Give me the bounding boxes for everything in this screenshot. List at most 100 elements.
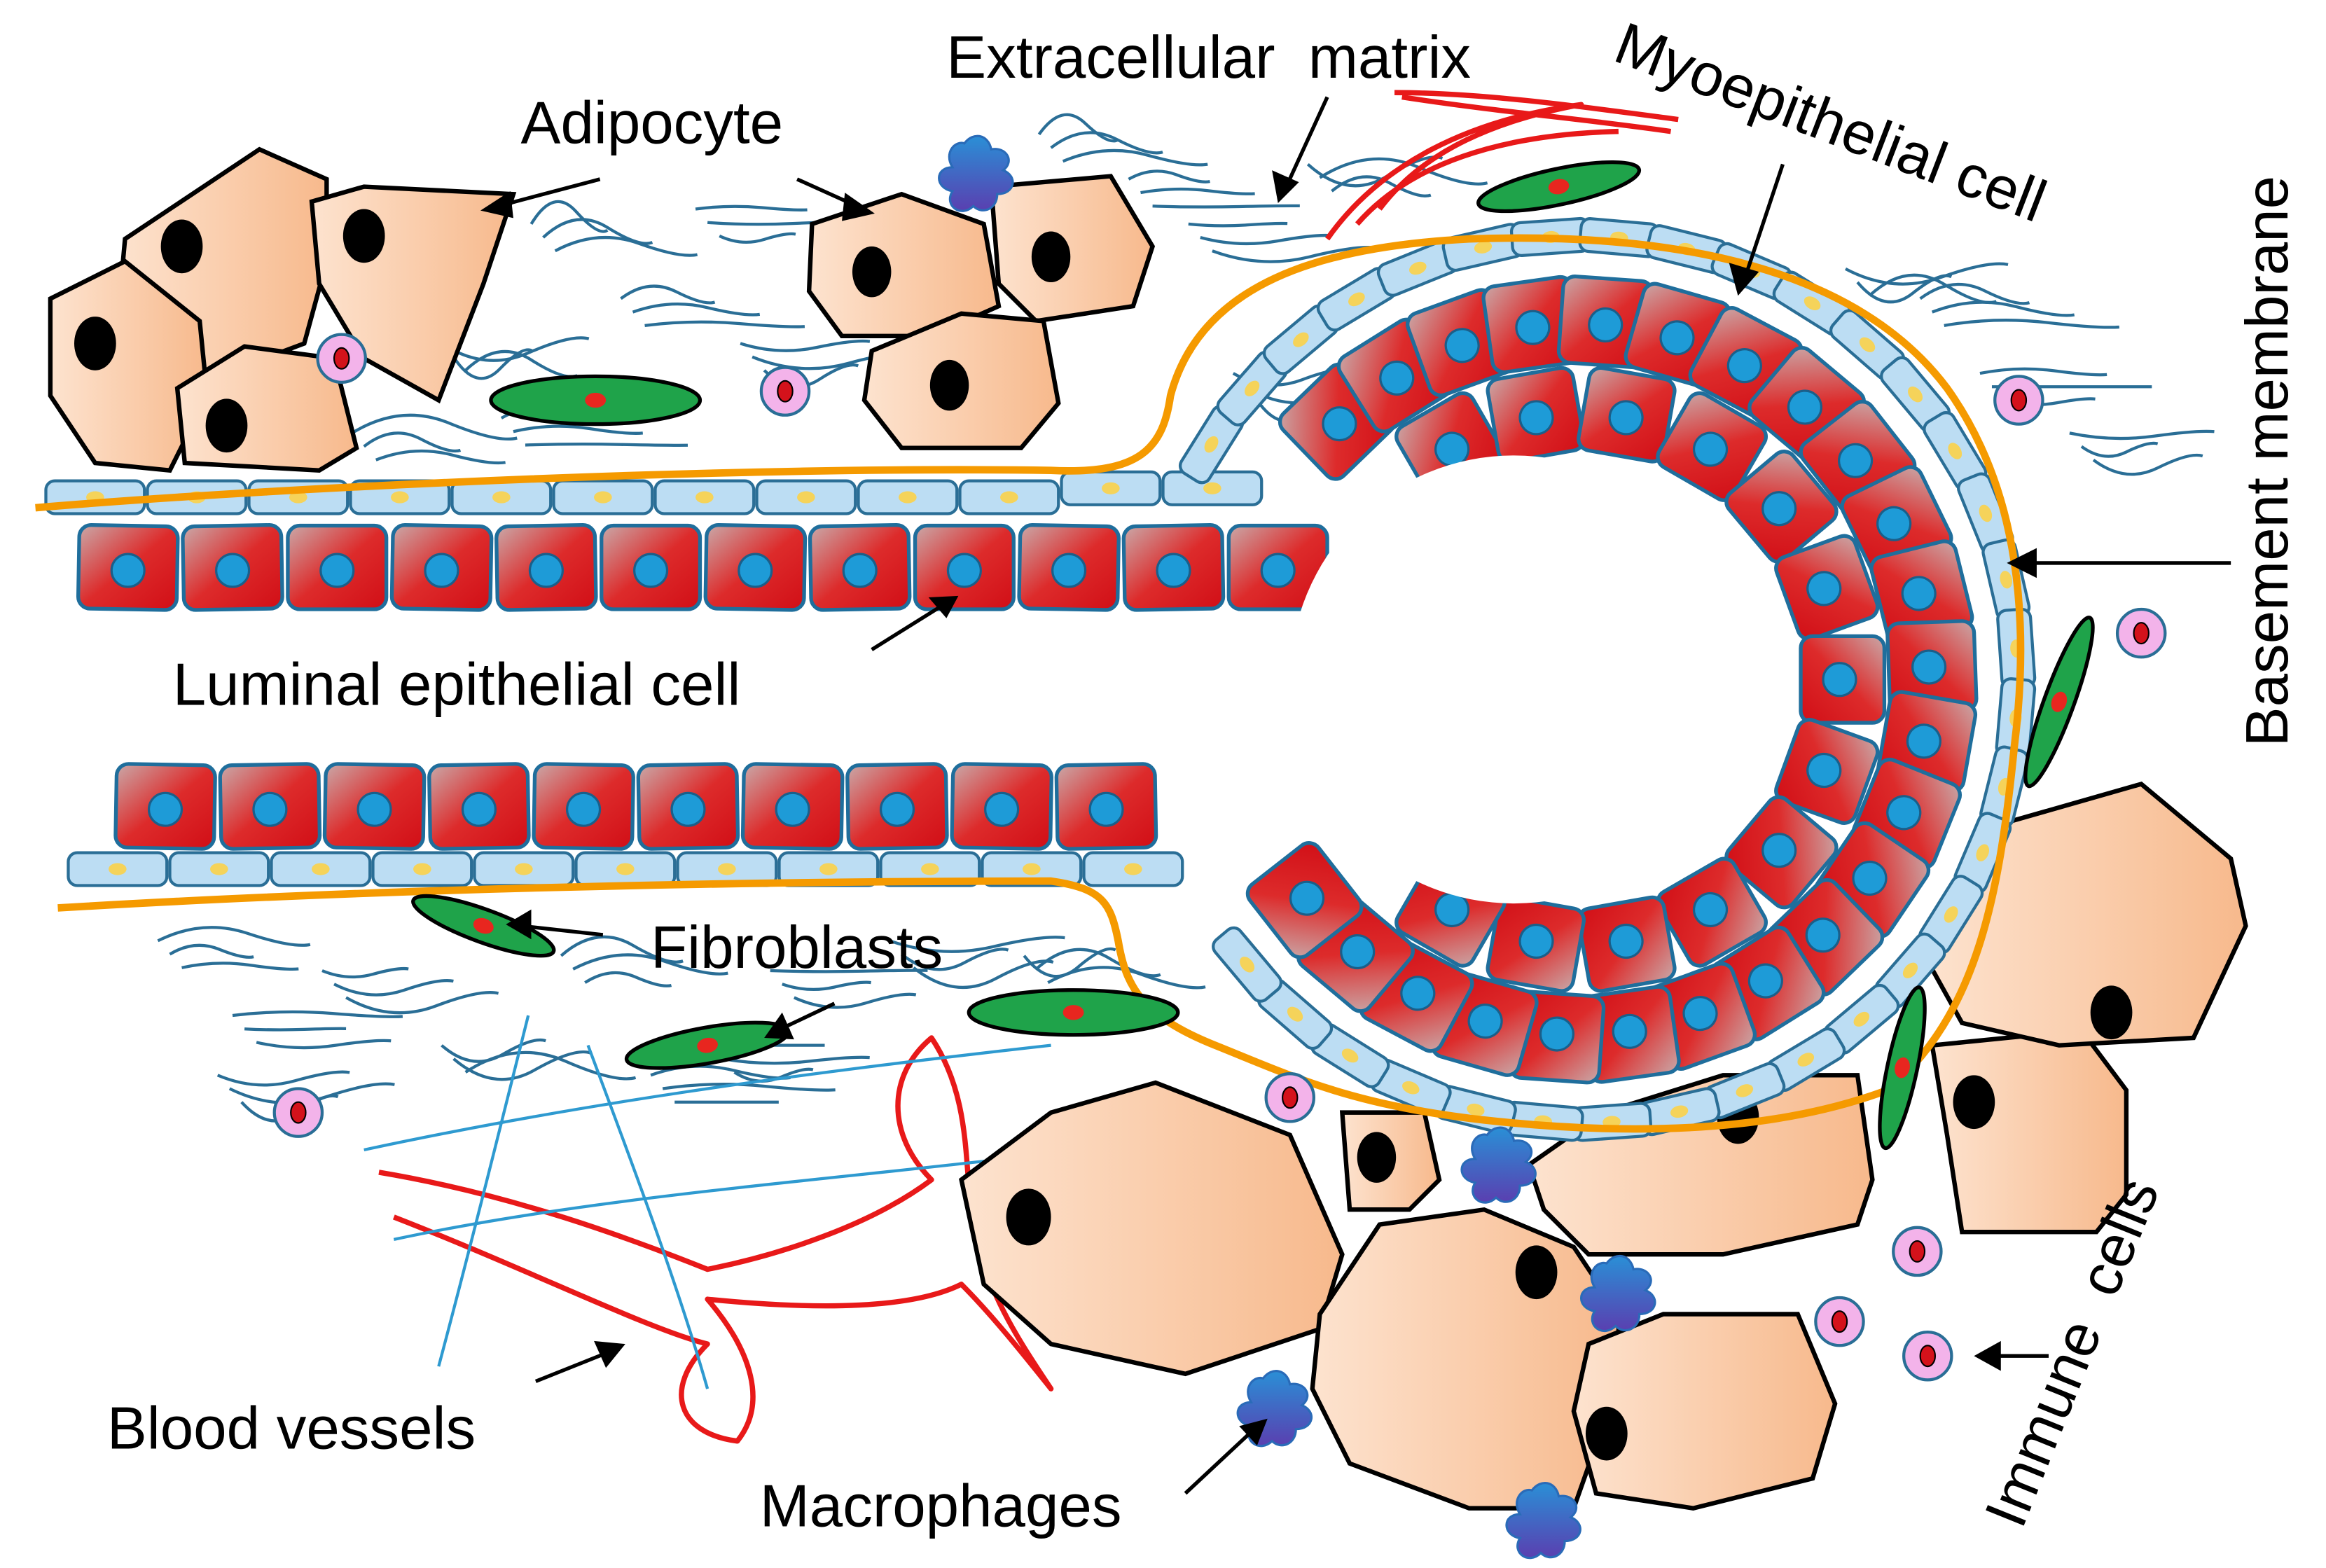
immune-cells	[272, 333, 2167, 1382]
myoepithelial-nucleus	[616, 863, 635, 875]
luminal-nucleus	[1747, 963, 1783, 999]
luminal-epithelial-cell	[1656, 391, 1768, 502]
luminal-epithelial-cell	[532, 762, 635, 851]
matrix-fiber	[900, 948, 1009, 971]
luminal-epithelial-cell	[427, 762, 531, 851]
luminal-nucleus	[1838, 443, 1874, 478]
luminal-nucleus	[319, 553, 355, 588]
myoepithelial-nucleus	[695, 491, 714, 504]
luminal-nucleus	[1822, 662, 1857, 698]
myoepithelial-cell	[270, 851, 372, 887]
myoepithelial-nucleus	[1467, 1103, 1485, 1116]
matrix-fiber	[1331, 175, 1432, 197]
label-myoepithelial-cell: Myoepithelial cell	[1606, 10, 2054, 235]
matrix-fiber	[793, 992, 917, 1009]
luminal-nucleus	[1051, 553, 1087, 588]
luminal-epithelial-cell	[113, 762, 217, 851]
myoepithelial-nucleus	[1124, 863, 1142, 875]
matrix-fiber	[719, 232, 796, 244]
myoepithelial-nucleus	[1736, 1084, 1754, 1097]
immune-cell-nucleus	[290, 1101, 307, 1124]
luminal-nucleus	[461, 791, 497, 827]
luminal-nucleus	[1322, 406, 1357, 442]
luminal-nucleus	[1289, 880, 1325, 916]
adipocyte-cluster-top-center	[806, 174, 1156, 450]
myoepithelial-nucleus	[1902, 962, 1918, 978]
luminal-epithelial-cell	[808, 523, 912, 612]
luminal-nucleus	[1761, 491, 1797, 527]
myoepithelial-cell	[1212, 926, 1283, 1003]
luminal-nucleus	[1444, 328, 1480, 363]
arrow-head	[1272, 170, 1299, 204]
adipocyte-nucleus	[342, 209, 385, 263]
matrix-fiber	[1212, 245, 1378, 263]
matrix-fiber	[2080, 441, 2159, 458]
myoepithelial-nucleus	[289, 491, 307, 504]
adipocyte-nucleus	[1031, 231, 1071, 283]
myoepithelial-nucleus	[921, 863, 939, 875]
myoepithelial-nucleus	[1204, 436, 1219, 453]
immune-cell-nucleus	[2010, 389, 2028, 412]
matrix-fiber	[1152, 204, 1300, 209]
myoepithelial-nucleus	[1908, 386, 1923, 403]
macrophage	[1460, 1126, 1537, 1204]
luminal-epithelial-cell	[1577, 895, 1677, 993]
luminal-epithelial-cell	[740, 762, 845, 851]
luminal-epithelial-cell	[389, 523, 494, 612]
adipocyte-nucleus	[1006, 1188, 1051, 1246]
luminal-nucleus	[738, 553, 773, 588]
matrix-fiber	[345, 991, 499, 1015]
myoepithelial-nucleus	[1474, 241, 1493, 254]
luminal-nucleus	[1876, 506, 1912, 541]
matrix-fiber	[441, 336, 590, 362]
matrix-fiber	[1047, 966, 1206, 990]
label-arrows	[497, 96, 2231, 1495]
matrix-fiber	[695, 204, 808, 211]
luminal-nucleus	[984, 791, 1020, 827]
matrix-fiber	[464, 349, 578, 378]
luminal-nucleus	[842, 553, 878, 588]
arrow-head	[928, 595, 959, 618]
myoepithelial-cell	[1570, 1102, 1653, 1142]
luminal-nucleus	[1588, 307, 1624, 343]
basement-membrane	[35, 234, 2025, 1133]
luminal-nucleus	[1612, 1013, 1647, 1049]
arrow-head	[594, 1340, 625, 1368]
luminal-epithelial-cell	[1724, 450, 1839, 564]
luminal-nucleus	[215, 553, 251, 588]
immune-cell-nucleus	[1919, 1345, 1937, 1368]
matrix-fiber	[1128, 169, 1210, 183]
matrix-fiber	[513, 424, 643, 435]
immune-cell-nucleus	[333, 347, 350, 370]
myoepithelial-nucleus	[391, 491, 409, 504]
luminal-nucleus	[946, 553, 982, 588]
myoepithelial-cell	[473, 851, 575, 887]
matrix-fiber	[632, 303, 761, 317]
myoepithelial-cell	[371, 851, 473, 887]
luminal-epithelial-cell	[1656, 856, 1768, 968]
myoepithelial-nucleus	[109, 863, 127, 875]
fibroblast	[1878, 985, 1927, 1151]
matrix-fiber	[620, 284, 716, 305]
myoepithelial-nucleus	[1287, 1006, 1303, 1022]
myoepithelial-nucleus	[1341, 1048, 1359, 1063]
arrow-head	[2007, 548, 2037, 578]
myoepithelial-nucleus	[1203, 482, 1221, 494]
label-blood-vessels: Blood vessels	[107, 1395, 476, 1462]
matrix-fiber	[1034, 948, 1161, 978]
luminal-epithelial-cell	[1054, 762, 1158, 851]
label-macrophages: Macrophages	[760, 1473, 1122, 1539]
myoepithelial-nucleus	[515, 863, 533, 875]
adipocyte-nucleus	[2090, 985, 2133, 1040]
myoepithelial-cell	[168, 851, 270, 887]
myoepithelial-nucleus	[1102, 482, 1120, 494]
matrix-fiber	[1919, 282, 2030, 305]
matrix-fiber	[1979, 367, 2107, 377]
luminal-nucleus	[1518, 400, 1554, 436]
luminal-epithelial-cell	[218, 762, 322, 851]
luminal-nucleus	[1901, 576, 1937, 611]
matrix-fiber	[1062, 148, 1208, 167]
luminal-nucleus	[424, 553, 459, 588]
luminal-nucleus	[1682, 996, 1718, 1032]
matrix-fiber	[2069, 429, 2215, 440]
